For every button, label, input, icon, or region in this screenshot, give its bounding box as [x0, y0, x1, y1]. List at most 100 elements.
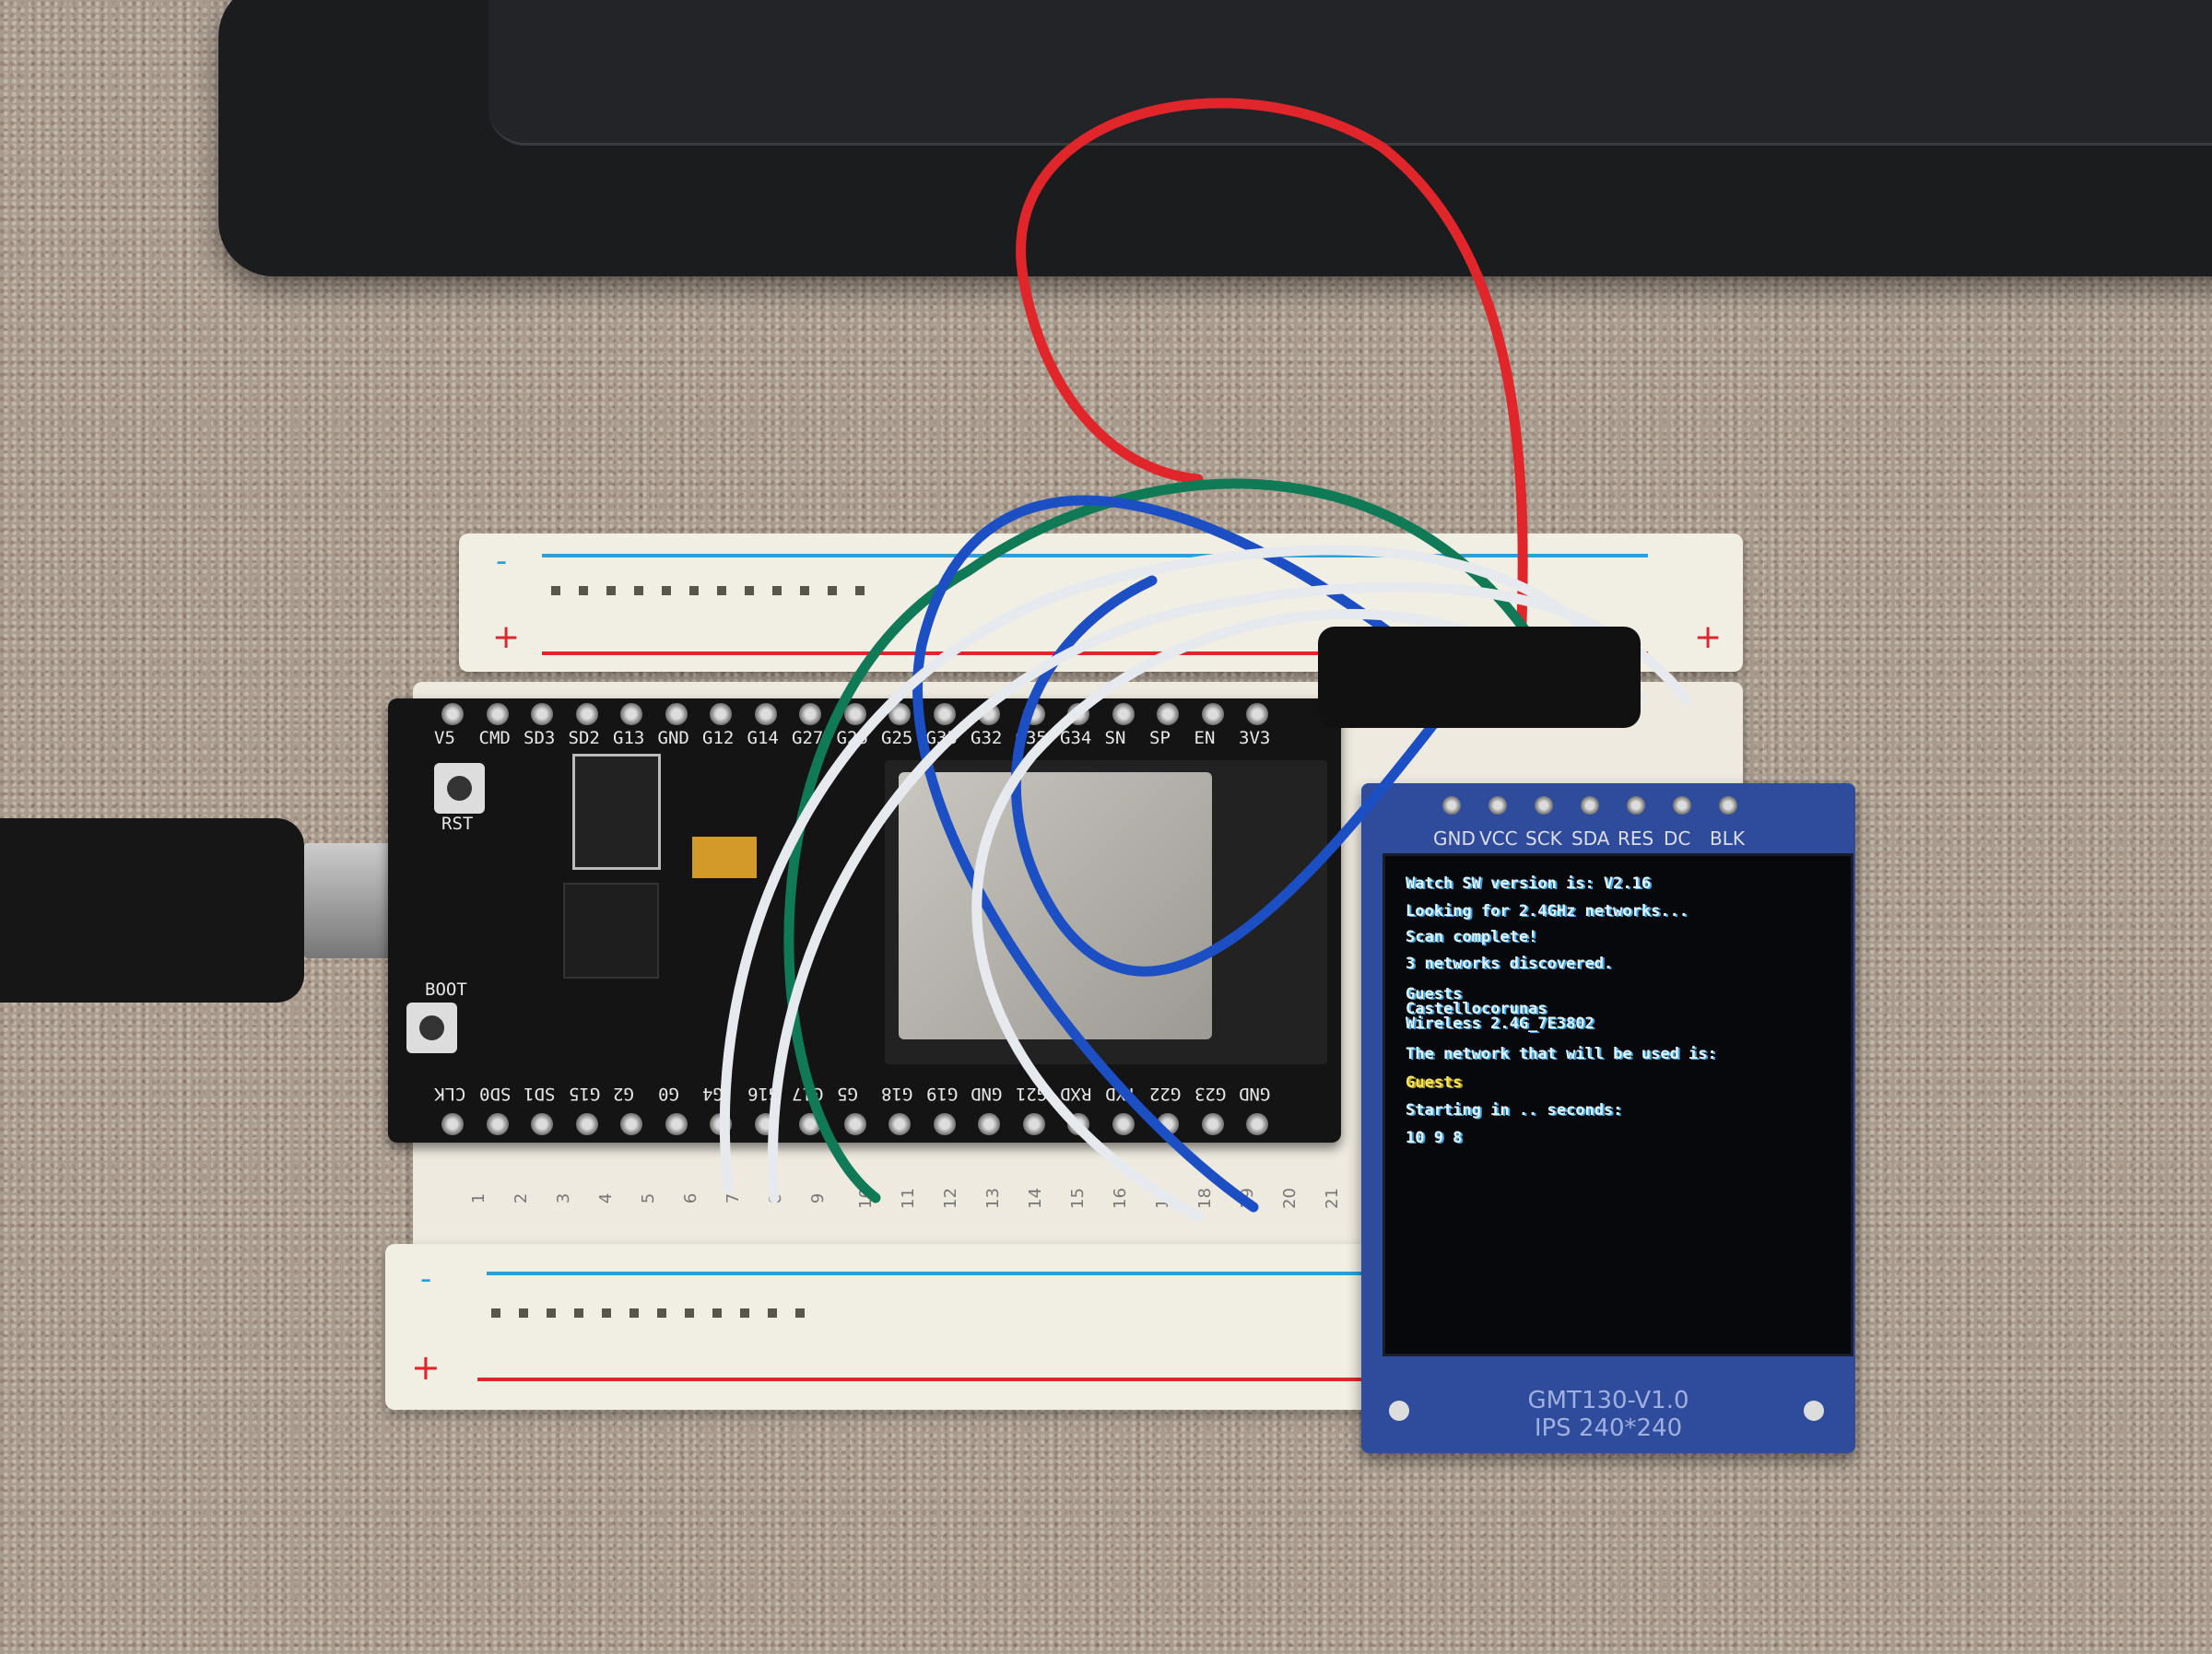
white-wire-1: [720, 545, 1646, 1194]
header-pin-stack: [1318, 627, 1641, 728]
display-spec-label: IPS 240*240: [1534, 1414, 1683, 1442]
header-pin: [1201, 1113, 1224, 1135]
red-wire: [1016, 98, 1528, 651]
white-wire-2: [768, 581, 1692, 1203]
screen-line: Scan complete!: [1406, 928, 1538, 946]
screen-line: 3 networks discovered.: [1406, 955, 1614, 973]
rail-minus-label: -: [420, 1261, 432, 1297]
header-pin: [531, 703, 553, 725]
rail-holes: [542, 581, 874, 599]
boot-label: BOOT: [425, 979, 467, 1000]
display-pin-label-dc: DC: [1664, 827, 1691, 850]
header-pin: [888, 1113, 911, 1135]
rail-plus-label-right: +: [1694, 618, 1723, 656]
header-pin: [1246, 1113, 1268, 1135]
rail-minus-label: -: [496, 543, 508, 580]
top-pin-label-sp: SP: [1149, 728, 1171, 748]
screen-line: The network that will be used is:: [1406, 1045, 1717, 1063]
breadboard-bottom-rail: - +: [385, 1244, 1399, 1410]
top-pin-label-sd2: SD2: [568, 728, 600, 748]
display-header-pin: [1488, 796, 1507, 815]
screen-line: Looking for 2.4GHz networks...: [1406, 902, 1689, 921]
display-header-pin: [1673, 796, 1691, 815]
usb-uart-chip: [563, 883, 659, 979]
display-header-pin: [1442, 796, 1461, 815]
boot-button[interactable]: [406, 1003, 457, 1053]
rst-button[interactable]: [434, 763, 485, 814]
header-pin: [799, 703, 821, 725]
header-pin: [754, 703, 777, 725]
top-pin-label-sn: SN: [1104, 728, 1126, 748]
header-pin: [1201, 703, 1224, 725]
header-pin: [665, 703, 688, 725]
header-pin: [1157, 703, 1179, 725]
top-pin-label-g27: G27: [792, 728, 824, 748]
header-pin: [486, 1113, 509, 1135]
rail-plus-label: +: [492, 618, 521, 656]
screen-line: Starting in .. seconds:: [1406, 1101, 1623, 1120]
header-pin: [1112, 703, 1135, 725]
top-pin-label-3v3: 3V3: [1239, 728, 1271, 748]
rail-plus-label: +: [411, 1347, 441, 1388]
screen-line: Castellocorunas: [1406, 1000, 1547, 1018]
top-pin-label-g34: G34: [1060, 728, 1092, 748]
header-pin: [575, 1113, 598, 1135]
rail-line-red: [477, 1378, 1381, 1381]
display-header-pin: [1581, 796, 1599, 815]
top-pin-label-g14: G14: [747, 728, 779, 748]
top-pin-label-g25: G25: [881, 728, 913, 748]
header-pin: [531, 1113, 553, 1135]
white-wire-3: [971, 608, 1572, 1222]
header-pin: [1112, 1113, 1135, 1135]
header-pin: [620, 703, 642, 725]
tantalum-capacitor: [692, 837, 757, 878]
top-pin-label-g12: G12: [702, 728, 735, 748]
mount-hole: [1804, 1401, 1824, 1421]
top-pin-label-v5: V5: [434, 728, 455, 748]
display-header-pin: [1627, 796, 1645, 815]
screen-line: Guests: [1406, 1073, 1463, 1092]
top-pin-label-en: EN: [1194, 728, 1216, 748]
blue-wire-2: [1010, 575, 1443, 977]
display-pin-label-blk: BLK: [1710, 827, 1745, 850]
header-pin: [575, 703, 598, 725]
header-pin: [843, 1113, 866, 1135]
top-pin-label-sd3: SD3: [524, 728, 556, 748]
blue-wire-1: [912, 495, 1480, 1213]
green-wire: [783, 478, 1572, 1203]
rail-line-blue: [487, 1272, 1371, 1275]
header-pin: [843, 703, 866, 725]
mount-hole: [1389, 1401, 1409, 1421]
screen-line: Wireless 2.4G_7E3802: [1406, 1015, 1594, 1033]
voltage-regulator: [572, 754, 661, 870]
usb-cable: [0, 818, 304, 1003]
display-pin-label-gnd: GND: [1433, 827, 1476, 850]
display-header-pin: [1535, 796, 1553, 815]
screen-line: Guests: [1406, 985, 1463, 1003]
header-pin: [710, 703, 732, 725]
header-pin: [441, 703, 464, 725]
display-pin-label-res: RES: [1618, 827, 1654, 850]
header-pin: [1022, 1113, 1045, 1135]
top-pin-label-g13: G13: [613, 728, 645, 748]
display-header-pin: [1719, 796, 1737, 815]
header-pin: [441, 1113, 464, 1135]
top-pin-label-g32: G32: [971, 728, 1003, 748]
black-case-lid: [488, 0, 2212, 146]
header-pin: [486, 703, 509, 725]
rst-label: RST: [441, 814, 474, 834]
top-pin-label-gnd: GND: [657, 728, 689, 748]
header-pin: [933, 1113, 956, 1135]
screen-line: Watch SW version is: V2.16: [1406, 874, 1652, 893]
header-pin: [978, 1113, 1000, 1135]
screen-line: 10 9 8: [1406, 1129, 1463, 1147]
rail-line-blue: [542, 554, 1648, 557]
display-pin-label-vcc: VCC: [1479, 827, 1518, 850]
header-pin: [1246, 703, 1268, 725]
top-pin-label-cmd: CMD: [478, 728, 511, 748]
header-pin: [620, 1113, 642, 1135]
header-pin: [665, 1113, 688, 1135]
rail-holes: [482, 1304, 814, 1321]
